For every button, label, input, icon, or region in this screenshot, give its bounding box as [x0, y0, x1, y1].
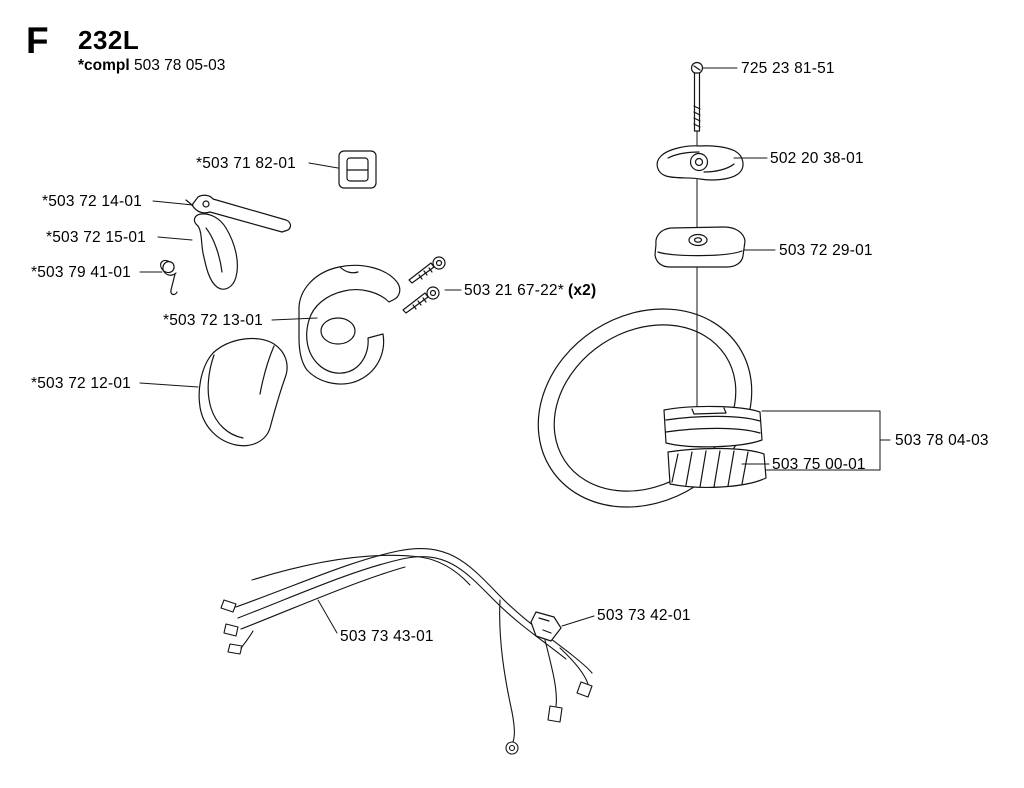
part-label-503-79-41-01: *503 79 41-01 — [31, 264, 131, 281]
part-label-503-72-12-01: *503 72 12-01 — [31, 375, 131, 392]
model-title: 232L — [78, 25, 140, 55]
screws-drawing — [402, 256, 446, 314]
part-quantity: (x2) — [568, 282, 597, 299]
part-label-503-72-13-01: *503 72 13-01 — [163, 312, 263, 329]
part-label-503-21-67-22: 503 21 67-22*(x2) — [464, 282, 596, 300]
throttle-lockout-drawing — [185, 194, 292, 233]
part-label-503-72-29-01: 503 72 29-01 — [779, 242, 873, 259]
spring-drawing — [159, 259, 178, 296]
wing-knob-drawing — [656, 145, 744, 181]
part-label-503-72-15-01: *503 72 15-01 — [46, 229, 146, 246]
stop-switch-drawing — [338, 150, 377, 189]
part-label-503-73-43-01: 503 73 43-01 — [340, 628, 434, 645]
lower-clamp-drawing — [667, 447, 767, 488]
part-label-503-72-14-01: *503 72 14-01 — [42, 193, 142, 210]
loop-handle-drawing — [537, 308, 753, 508]
handlebar-clamp-drawing — [663, 405, 763, 448]
leader-lines — [139, 67, 891, 634]
part-number: 503 21 67-22* — [464, 282, 564, 299]
section-letter: F — [26, 20, 49, 61]
handle-half-rear-drawing — [198, 337, 288, 447]
cable-clip-drawing — [530, 611, 562, 642]
part-label-503-78-04-03: 503 78 04-03 — [895, 432, 989, 449]
compl-assembly-number: *compl 503 78 05-03 — [78, 57, 225, 75]
compl-prefix: *compl — [78, 57, 130, 74]
compl-number: 503 78 05-03 — [134, 57, 226, 74]
upper-clamp-drawing — [654, 226, 746, 268]
handle-half-front-drawing — [298, 264, 401, 385]
part-label-503-73-42-01: 503 73 42-01 — [597, 607, 691, 624]
throttle-trigger-drawing — [193, 213, 238, 290]
long-screw-drawing — [690, 61, 704, 132]
part-label-503-75-00-01: 503 75 00-01 — [772, 456, 866, 473]
part-label-725-23-81-51: 725 23 81-51 — [741, 60, 835, 77]
part-label-502-20-38-01: 502 20 38-01 — [770, 150, 864, 167]
part-label-503-71-82-01: *503 71 82-01 — [196, 155, 296, 172]
wiring-harness-drawing — [220, 548, 593, 755]
